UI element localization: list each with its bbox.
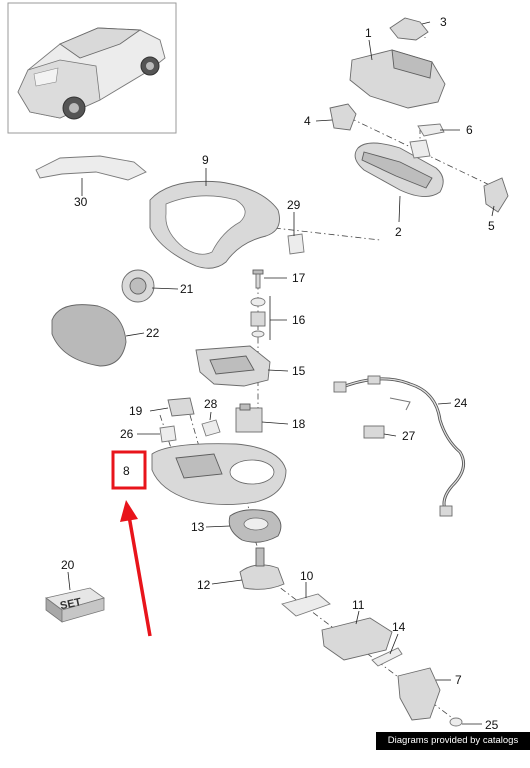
part-17-screw — [252, 269, 264, 289]
label-part-1: 1 — [365, 26, 372, 40]
label-part-2: 2 — [395, 225, 402, 239]
part-20-set-box: SET — [45, 587, 105, 623]
part-24-harness — [333, 375, 466, 517]
leader-lines — [67, 21, 495, 725]
label-part-12: 12 — [197, 578, 211, 592]
vehicle-thumbnail — [7, 2, 177, 134]
label-part-28: 28 — [204, 397, 218, 411]
label-part-22: 22 — [146, 326, 160, 340]
part-28-cap — [201, 419, 221, 437]
part-6-sensor — [417, 123, 445, 137]
label-part-30: 30 — [74, 195, 88, 209]
label-part-10: 10 — [300, 569, 314, 583]
credit-banner: Diagrams provided by catalogs parts — [376, 732, 530, 764]
label-part-9: 9 — [202, 153, 209, 167]
part-29-cap — [287, 233, 305, 255]
part-14-strip — [371, 647, 403, 667]
label-part-26: 26 — [120, 427, 134, 441]
red-arrow-icon — [120, 500, 152, 637]
part-27-connector — [363, 425, 385, 439]
label-part-18: 18 — [292, 417, 306, 431]
part-18-actuator — [235, 403, 263, 433]
part-3-bracket — [389, 17, 429, 41]
callout-labels: 3 1 4 6 2 5 9 29 30 17 16 21 22 15 24 19… — [61, 15, 499, 732]
part-30-trim — [35, 155, 147, 181]
part-15-mount — [195, 345, 271, 387]
part-16-spring-set — [250, 297, 266, 338]
label-part-8: 8 — [123, 464, 130, 478]
label-part-16: 16 — [292, 313, 306, 327]
part-26-clip — [159, 425, 177, 443]
label-part-13: 13 — [191, 520, 205, 534]
exploded-parts-diagram: SET 3 1 4 6 2 — [7, 2, 509, 732]
part-12-base — [239, 547, 285, 590]
part-5-cover — [483, 177, 509, 213]
label-part-14: 14 — [392, 620, 406, 634]
label-part-4: 4 — [304, 114, 311, 128]
label-part-11: 11 — [352, 598, 365, 612]
label-part-20: 20 — [61, 558, 75, 572]
label-part-6: 6 — [466, 123, 473, 137]
label-part-25: 25 — [485, 718, 499, 732]
label-part-5: 5 — [488, 219, 495, 233]
label-part-29: 29 — [287, 198, 301, 212]
set-box-text: SET — [59, 596, 83, 612]
part-7-bracket — [397, 667, 441, 721]
label-part-17: 17 — [292, 271, 306, 285]
label-part-7: 7 — [455, 673, 462, 687]
label-part-21: 21 — [180, 282, 194, 296]
part-9-housing-frame — [149, 180, 280, 269]
highlight-part-8: 8 — [111, 450, 147, 490]
part-8-housing-base — [151, 443, 287, 506]
part-2-mirror — [354, 139, 444, 197]
part-21-motor — [121, 269, 155, 303]
part-13-ring — [228, 509, 282, 543]
label-part-3: 3 — [440, 15, 447, 29]
label-part-24: 24 — [454, 396, 468, 410]
label-part-27: 27 — [402, 429, 416, 443]
part-4-clip — [329, 103, 357, 131]
part-22-glass — [51, 304, 127, 367]
label-part-15: 15 — [292, 364, 306, 378]
part-25-screw — [449, 717, 463, 727]
part-11-cover — [321, 617, 393, 661]
part-19-connector — [167, 397, 195, 417]
part-1-cover — [349, 49, 446, 109]
label-part-19: 19 — [129, 404, 143, 418]
